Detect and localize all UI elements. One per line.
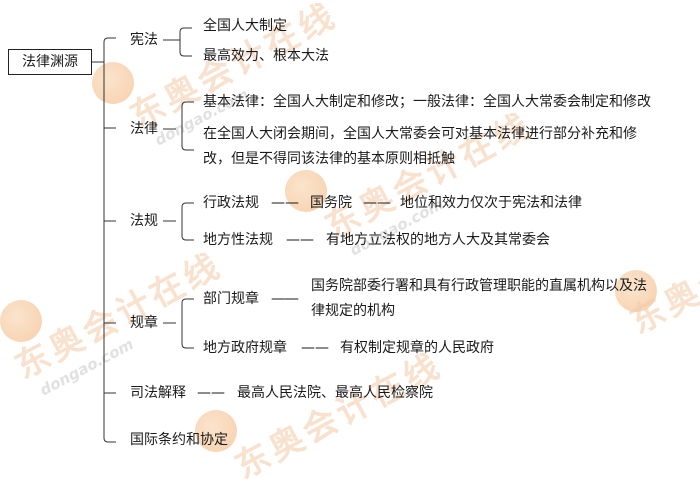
xianfa-item-2: 最高效力、根本大法 (203, 48, 329, 64)
bumen-guizhang: 部门规章 (203, 291, 259, 307)
root-node: 法律渊源 (8, 49, 92, 75)
difangxing-fagui-desc: 有地方立法权的地方人大及其常委会 (326, 232, 550, 248)
connector-lines (92, 27, 298, 443)
dash: —— (271, 195, 299, 211)
branch-guoji: 国际条约和协定 (130, 432, 228, 448)
branch-fagui: 法规 (130, 213, 158, 229)
dash: —— (301, 340, 329, 356)
guowuyuan: 国务院 (310, 195, 352, 211)
branch-falv: 法律 (130, 121, 158, 137)
difangxing-fagui: 地方性法规 (203, 232, 273, 248)
branch-sifa: 司法解释 (130, 385, 186, 401)
dash: —— (271, 291, 299, 307)
falv-item-2-line2: 改，但是不得同该法律的基本原则相抵触 (203, 151, 455, 167)
branch-guizhang: 规章 (130, 315, 158, 331)
difang-zhengfu-guizhang-desc: 有权制定规章的人民政府 (340, 340, 494, 356)
falv-item-1: 基本法律：全国人大制定和修改；一般法律：全国人大常委会制定和修改 (203, 94, 651, 110)
watermark-logo (195, 410, 237, 452)
bumen-guizhang-desc-1: 国务院部委行署和具有行政管理职能的直属机构以及法 (311, 278, 647, 294)
xianfa-item-1: 全国人大制定 (203, 18, 287, 34)
xingzheng-fagui-desc: 地位和效力仅次于宪法和法律 (400, 195, 582, 211)
watermark-logo (615, 270, 657, 312)
sifa-desc: 最高人民法院、最高人民检察院 (237, 385, 433, 401)
bumen-guizhang-desc-2: 律规定的机构 (311, 303, 395, 319)
falv-item-2-line1: 在全国人大闭会期间，全国人大常委会可对基本法律进行部分补充和修 (203, 126, 637, 142)
dash: —— (197, 385, 225, 401)
dash: —— (286, 232, 314, 248)
difang-zhengfu-guizhang: 地方政府规章 (203, 340, 287, 356)
watermark-logo (285, 170, 327, 212)
xingzheng-fagui: 行政法规 (203, 195, 259, 211)
dash: —— (363, 195, 391, 211)
branch-xianfa: 宪法 (130, 32, 158, 48)
watermark-logo (92, 62, 134, 104)
watermark-logo (0, 300, 42, 342)
